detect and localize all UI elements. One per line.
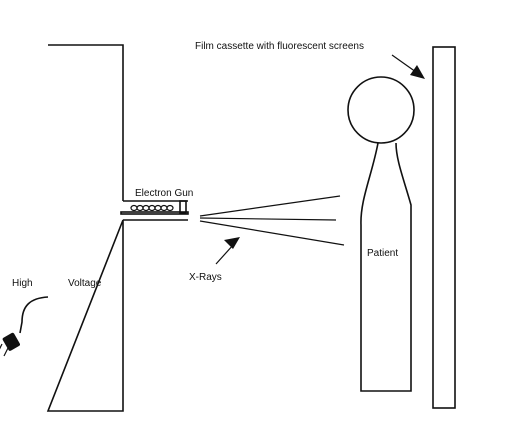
xray-beam [199, 195, 345, 246]
xrays-arrow-icon [215, 237, 240, 265]
high-label: High [12, 278, 33, 289]
patient-figure [347, 76, 415, 392]
power-plug-icon [0, 296, 49, 357]
film-cassette [432, 46, 456, 409]
electron-gun-label: Electron Gun [135, 188, 193, 199]
voltage-label: Voltage [68, 278, 102, 289]
film-cassette-label: Film cassette with fluorescent screens [195, 41, 364, 52]
generator-box [46, 44, 124, 412]
electron-gun-tube [120, 200, 189, 221]
cassette-arrow-icon [391, 54, 425, 79]
patient-label: Patient [367, 248, 398, 259]
filament-coil-icon [130, 204, 174, 212]
x-rays-label: X-Rays [189, 272, 222, 283]
